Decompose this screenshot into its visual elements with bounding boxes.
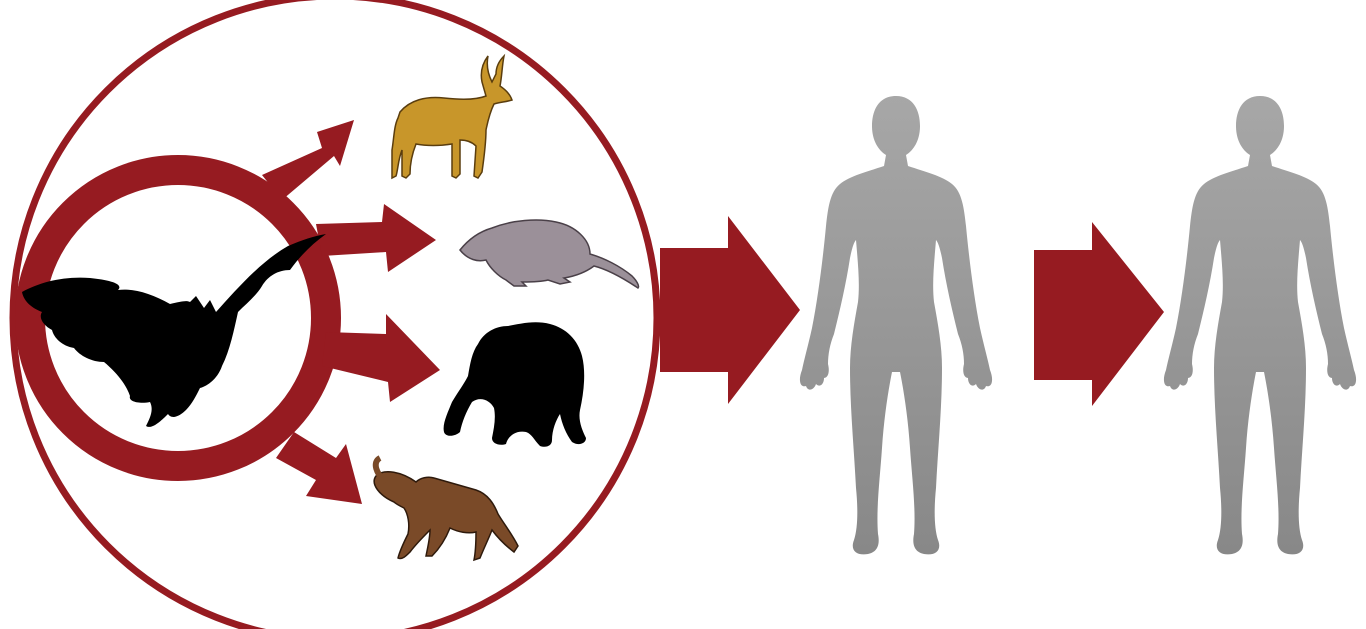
rodent-icon (460, 220, 639, 288)
arrow-to-rodent (316, 204, 436, 272)
arrow-to-monkey (276, 432, 362, 504)
arrow-to-antelope (262, 120, 354, 200)
human-icon (800, 96, 992, 554)
arrow-human-to-human (1034, 222, 1164, 406)
first-human (800, 96, 992, 554)
antelope-icon (392, 56, 512, 178)
monkey-icon (374, 458, 518, 560)
human-icon (1164, 96, 1356, 554)
second-human (1164, 96, 1356, 554)
chimpanzee-icon (444, 322, 586, 446)
arrow-animals-to-human (660, 216, 800, 404)
spillover-arrows (262, 120, 440, 504)
